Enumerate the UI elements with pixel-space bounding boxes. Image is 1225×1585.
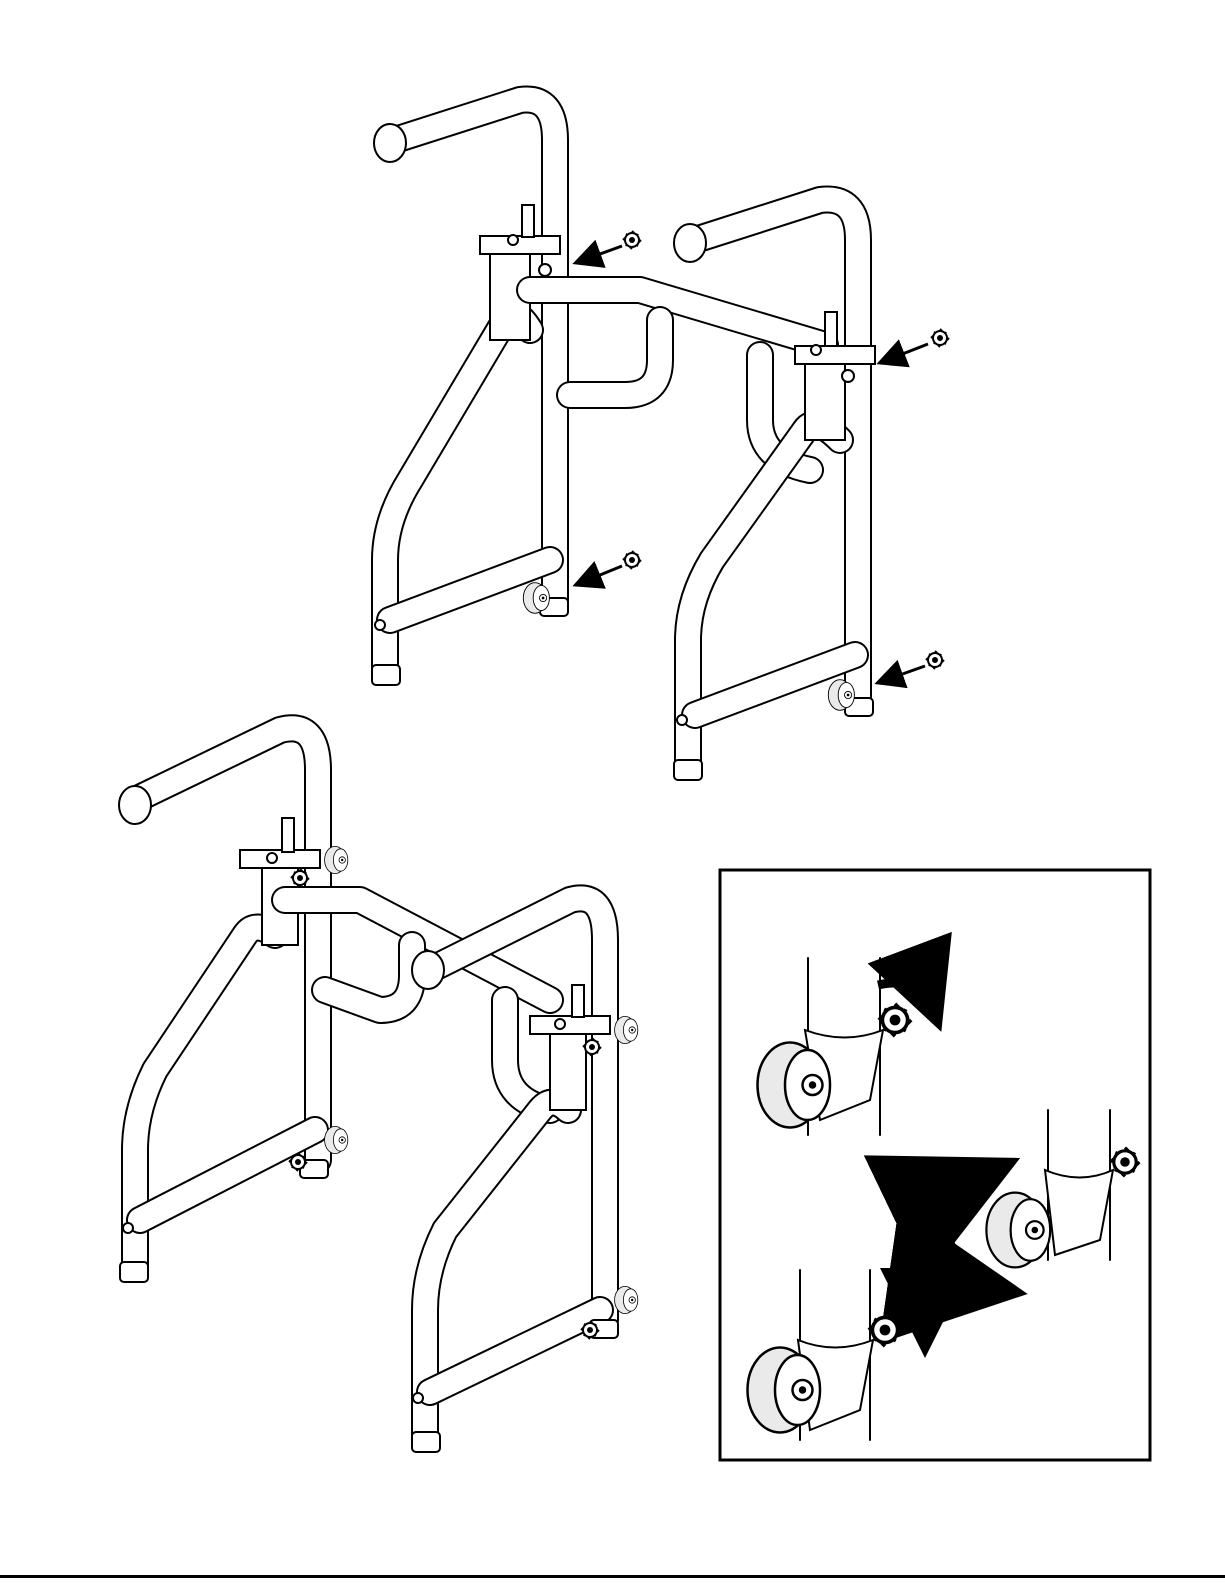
caster-wheel: [523, 583, 549, 614]
arrow-icon: [578, 566, 622, 584]
assembled-view: [119, 728, 638, 1452]
assembled-left-frame: [119, 728, 348, 1282]
footer-rule: [0, 1575, 1225, 1578]
caster-wheel: [828, 680, 854, 711]
arrow-icon: [880, 666, 925, 682]
knob-icon: [623, 231, 641, 249]
knob-icon: [623, 551, 641, 569]
exploded-view: [372, 100, 949, 781]
caster-detail-inset: [720, 870, 1150, 1460]
knob-icon: [926, 651, 944, 669]
arrow-icon: [882, 344, 928, 362]
knob-icon: [931, 329, 949, 347]
exploded-left-frame: [372, 100, 568, 686]
exploded-right-frame: [674, 200, 875, 781]
arrow-icon: [578, 246, 622, 262]
